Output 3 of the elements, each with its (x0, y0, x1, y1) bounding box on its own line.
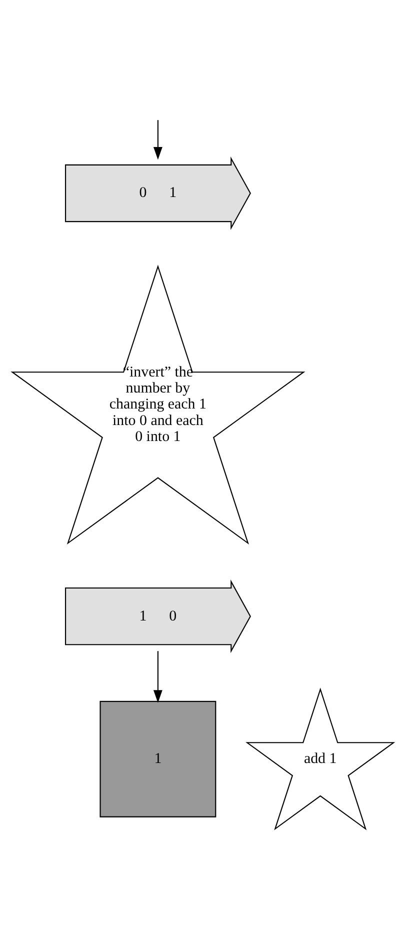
node-box: 1 (100, 700, 216, 817)
arrow (153, 650, 162, 702)
arrow (153, 120, 162, 160)
